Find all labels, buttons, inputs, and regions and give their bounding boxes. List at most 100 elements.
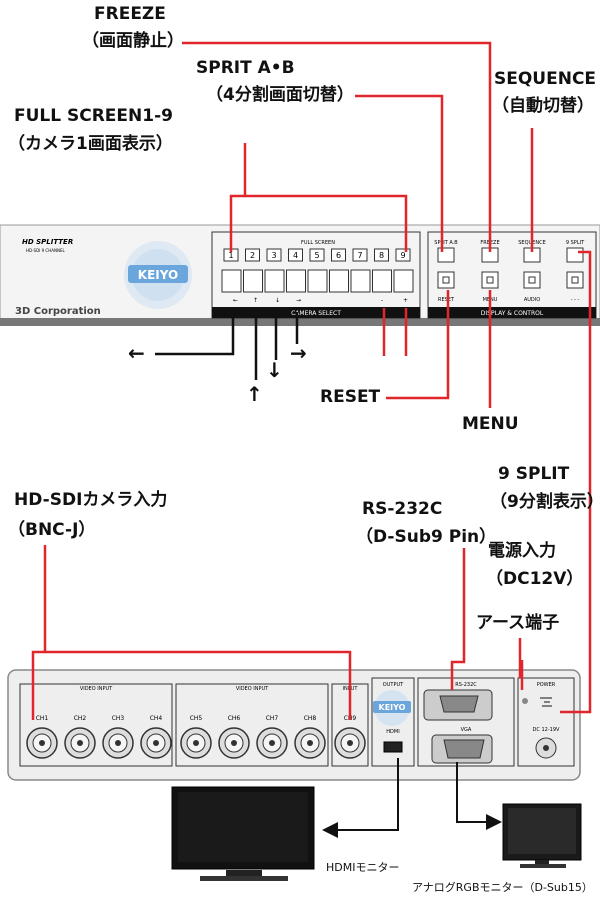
rear-vga-label: VGA [461, 727, 472, 733]
front-up-glyph: ↑ [253, 297, 258, 304]
ground-terminal [522, 698, 528, 704]
camera-button-1[interactable] [221, 269, 242, 293]
hdmi-monitor-label: HDMIモニター [326, 861, 400, 874]
camera-button-9[interactable] [393, 269, 414, 293]
camera-number-box-7 [352, 248, 368, 262]
up-arrow-icon: ↑ [246, 382, 263, 406]
front-callouts [182, 41, 592, 466]
rear-rs232c-label: RS-232C [455, 682, 477, 688]
dsub9-label: （D-Sub9 Pin） [356, 527, 497, 547]
hdmi-port [383, 741, 403, 753]
rear-callouts [31, 466, 592, 720]
channel-label-CH1: CH1 [36, 715, 49, 722]
front-left-glyph: ← [233, 297, 238, 304]
camera-number-box-4 [288, 248, 303, 262]
camera-number-2: 2 [250, 251, 255, 260]
camera-button-6[interactable] [329, 269, 349, 293]
camera-number-box-8 [374, 248, 389, 262]
rear-logo-badge [373, 701, 411, 713]
camera-number-5: 5 [314, 251, 319, 260]
control-bottom-label-0: RESET [438, 297, 455, 303]
channel-label-CH6: CH6 [228, 715, 241, 722]
rear-power-label: POWER [537, 682, 556, 688]
power-in-label: 電源入力 [488, 541, 556, 561]
front-right-glyph: → [296, 297, 301, 304]
camera-number-box-5 [309, 248, 325, 262]
channel-label-CH7: CH7 [266, 715, 279, 722]
split9-jp-label: （9分割表示） [490, 492, 600, 512]
sequence-label: SEQUENCE [494, 69, 597, 89]
channel-label-CH5: CH5 [190, 715, 203, 722]
camera-button-7[interactable] [350, 269, 371, 293]
sprit-ab-jp-label: （4分割画面切替） [206, 85, 354, 105]
nav-arrow-lines [155, 312, 299, 380]
full-screen-header: FULL SCREEN [301, 240, 335, 246]
front-logo-text: KEIYO [138, 268, 178, 282]
sprit-ab-label: SPRIT A•B [196, 58, 295, 78]
camera-number-box-6 [331, 248, 346, 262]
control-bottom-label-2: AUDIO [524, 297, 540, 303]
rear-output-label: OUTPUT [383, 682, 404, 688]
sequence-jp-label: （自動切替） [492, 96, 594, 116]
camera-number-8: 8 [379, 251, 384, 260]
camera-number-box-3 [266, 248, 282, 262]
freeze-label: FREEZE [94, 4, 166, 24]
down-arrow-icon: ↓ [266, 358, 283, 382]
camera-button-2[interactable] [243, 269, 263, 293]
camera-number-3: 3 [271, 251, 276, 260]
front-brand-title: HD SPLITTER [22, 238, 73, 246]
front-minus-glyph: - [381, 297, 383, 304]
split9-label: 9 SPLIT [498, 464, 570, 484]
camera-button-3[interactable] [264, 269, 285, 293]
monitor-connections [322, 758, 502, 838]
channel-label-CH8: CH8 [304, 715, 317, 722]
control-label-0: SPLIT A.B [434, 240, 458, 246]
camera-select-label: CAMERA SELECT [291, 310, 341, 317]
right-arrow-icon: → [290, 341, 307, 365]
freeze-jp-label: （画面静止） [82, 31, 184, 51]
dc12v-label: （DC12V） [486, 569, 584, 589]
reset-label: RESET [320, 387, 381, 407]
rear-video-input-2: VIDEO INPUT [236, 686, 269, 692]
front-plus-glyph: + [403, 297, 408, 304]
rgb-monitor-graphic [502, 803, 582, 868]
camera-number-9: 9 [400, 251, 405, 260]
camera-number-box-2 [245, 248, 260, 262]
channel-label-CH3: CH3 [112, 715, 125, 722]
camera-number-6: 6 [336, 251, 341, 260]
control-icon-box-3 [566, 247, 584, 263]
control-bottom-label-3: - - - [571, 297, 580, 303]
control-label-3: 9 SPLIT [566, 240, 585, 246]
hd-sdi-label: HD-SDIカメラ入力 [14, 490, 168, 510]
front-logo-badge [128, 265, 188, 283]
front-panel: HD SPLITTER HD-SDI 9 CHANNEL 3D Corporat… [0, 224, 600, 326]
camera-number-4: 4 [293, 251, 298, 260]
rear-logo-text: KEIYO [379, 703, 406, 712]
control-icon-box-0 [437, 247, 455, 263]
bnc-label: （BNC-J） [8, 520, 96, 540]
front-down-glyph: ↓ [275, 297, 280, 304]
rear-video-input-1: VIDEO INPUT [80, 686, 113, 692]
rgb-monitor-label: アナログRGBモニター（D-Sub15） [412, 881, 593, 894]
rear-dc-label: DC 12-19V [533, 727, 560, 733]
full-screen-jp-label: （カメラ1画面表示） [8, 134, 173, 154]
camera-number-1: 1 [228, 251, 233, 260]
camera-button-5[interactable] [307, 269, 328, 293]
left-arrow-icon: ← [128, 341, 145, 365]
menu-label: MENU [462, 414, 519, 434]
rs232c-callout-label: RS-232C [362, 499, 443, 519]
hdmi-monitor-graphic [171, 786, 315, 881]
rear-hdmi-label: HDMI [386, 729, 399, 735]
camera-button-4[interactable] [286, 269, 306, 293]
front-brand-sub: HD-SDI 9 CHANNEL [26, 248, 65, 253]
camera-button-row [221, 269, 414, 293]
display-control-label: DISPLAY & CONTROL [481, 310, 544, 317]
ground-label: アース端子 [476, 613, 560, 633]
front-company: 3D Corporation [15, 306, 101, 317]
camera-button-8[interactable] [372, 269, 392, 293]
